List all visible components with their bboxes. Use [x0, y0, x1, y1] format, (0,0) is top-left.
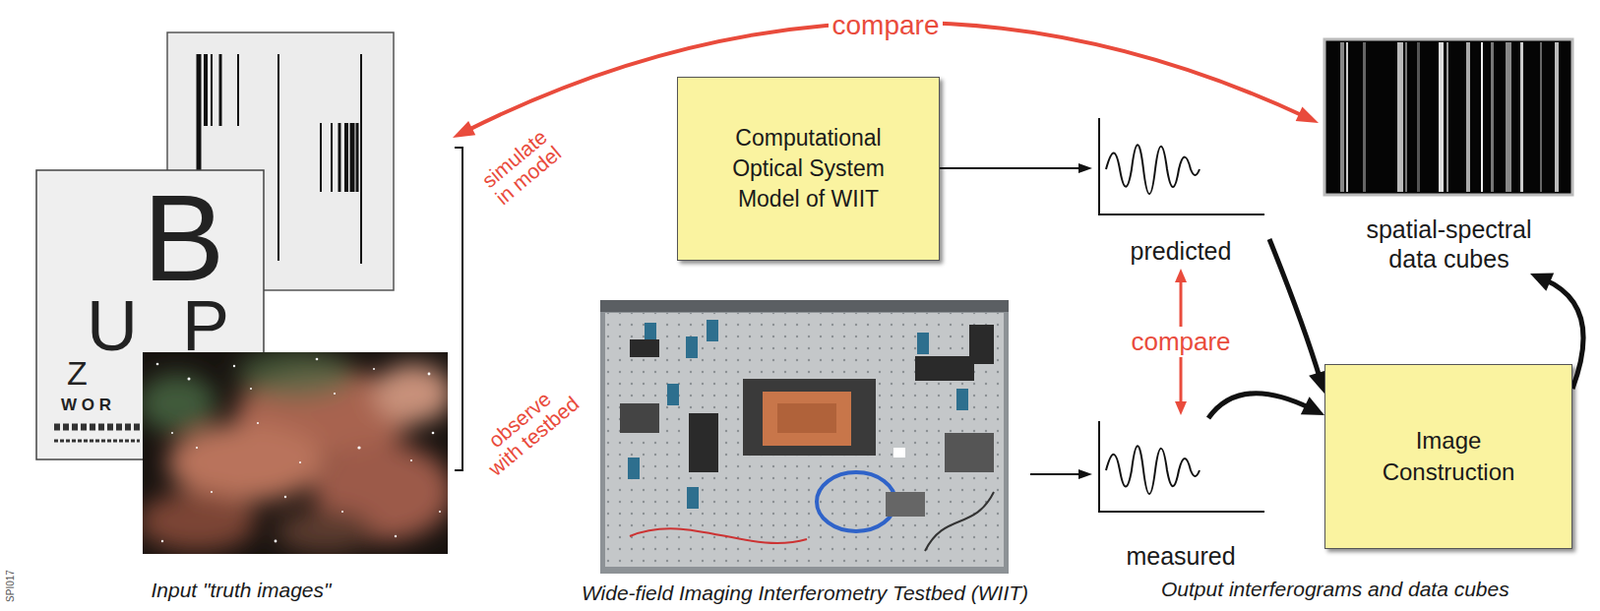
step-label: simulate in model: [473, 122, 569, 213]
data-cube-image: [1324, 39, 1573, 195]
box-text: Computational Optical System Model of WI…: [710, 123, 908, 215]
eye-chart-letter: U: [86, 285, 138, 367]
caption-text: Wide-field Imaging Interferometry Testbe…: [581, 580, 1029, 606]
arrowhead: [1530, 272, 1554, 291]
connector-line: [1269, 239, 1321, 379]
caption-text: Input "truth images": [150, 577, 331, 603]
box-text: Image Construction: [1374, 425, 1523, 490]
measured-plot: measured: [1092, 418, 1270, 571]
data-cube-panel: spatial-spectral data cubes: [1318, 37, 1580, 274]
process-box: Computational Optical System Model of WI…: [676, 76, 940, 261]
connector-line: [939, 167, 1083, 170]
measured-plot-image: [1099, 421, 1265, 512]
edge-label: compare: [1126, 326, 1234, 358]
predicted-plot: predicted: [1092, 116, 1270, 266]
eye-chart-letter: Z: [66, 354, 88, 393]
caption-text: measured: [1125, 541, 1235, 571]
eye-chart-letter: P: [182, 285, 230, 367]
testbed-photo: Wide-field Imaging Interferometry Testbe…: [579, 295, 1031, 606]
step-label: observe with testbed: [469, 374, 584, 482]
process-box: Image Construction: [1324, 364, 1573, 550]
connector: [1269, 239, 1328, 394]
connector-line: [1208, 393, 1311, 419]
connector: [1030, 469, 1093, 480]
section-caption: Output interferograms and data cubes: [1161, 577, 1510, 602]
edge-label: compare: [828, 9, 944, 42]
arrowhead: [452, 121, 476, 138]
arrowhead: [1174, 401, 1187, 416]
nebula-photo: [142, 352, 448, 554]
caption-text: spatial-spectral data cubes: [1351, 214, 1548, 274]
predicted-plot-image: [1099, 118, 1265, 215]
connector-line: [1030, 473, 1083, 476]
figure-id: SPI017: [4, 569, 16, 603]
eye-chart-letter: W O R: [61, 395, 112, 416]
connector: [1208, 393, 1325, 419]
arrowhead: [1078, 469, 1093, 480]
arrowhead: [1300, 396, 1325, 416]
arrowhead: [1078, 163, 1093, 174]
connector: [939, 163, 1093, 174]
bracket: [454, 147, 463, 471]
arrowhead: [1174, 268, 1187, 283]
testbed-photo-image: [600, 300, 1009, 574]
caption-text: predicted: [1130, 236, 1232, 266]
arrowhead: [1295, 106, 1319, 124]
